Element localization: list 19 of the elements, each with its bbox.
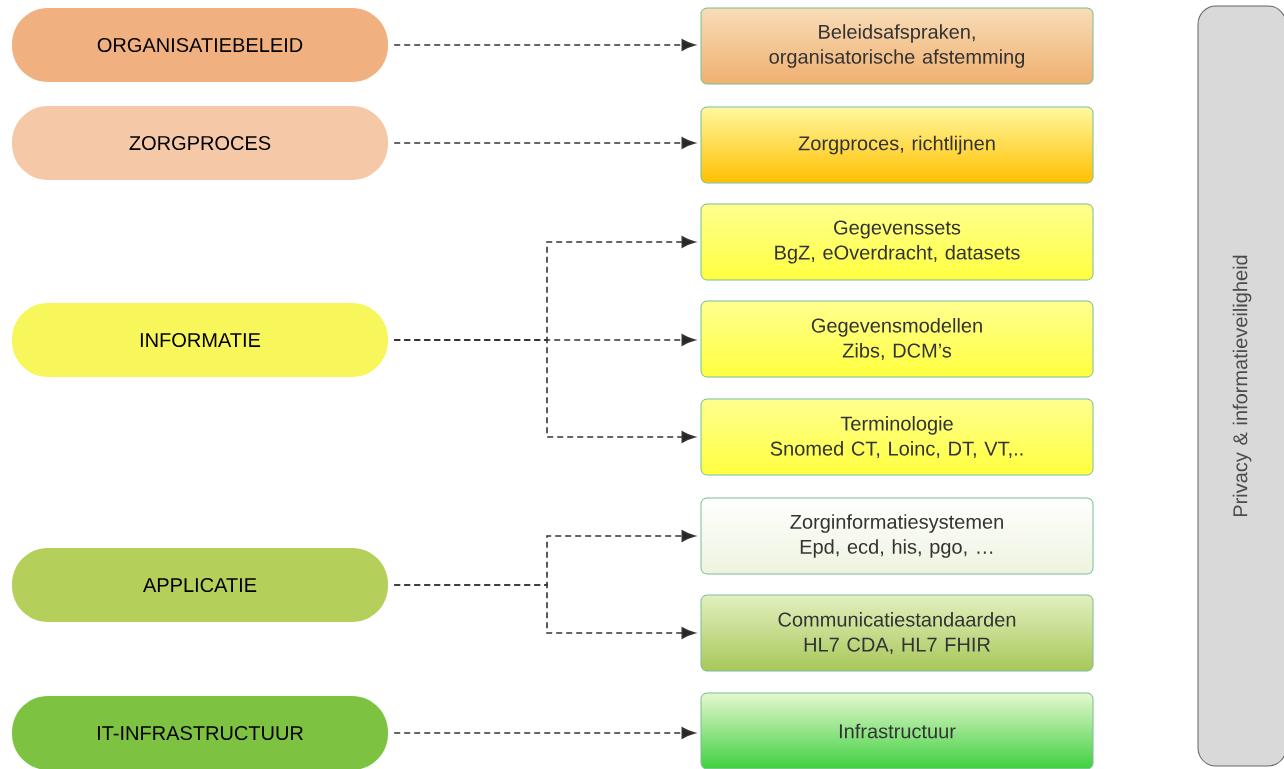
layer-pill: ZORGPROCES <box>12 106 388 180</box>
side-panel: Privacy & informatieveiligheid <box>1197 5 1284 767</box>
content-box: Zorgproces, richtlijnen <box>700 106 1094 184</box>
arrow <box>393 727 696 739</box>
content-box: Beleidsafspraken, organisatorische afstemming <box>700 7 1094 85</box>
content-box: Zorginformatiesystemen Epd, ecd, his, pgo, … <box>700 497 1094 575</box>
layer-pill: INFORMATIE <box>12 303 388 377</box>
layer-pill: ORGANISATIEBELEID <box>12 8 388 82</box>
arrow <box>393 39 696 51</box>
layer-pill: IT-INFRASTRUCTUUR <box>12 696 388 769</box>
arrow <box>393 584 696 639</box>
arrow <box>393 339 696 443</box>
layer-pill: APPLICATIE <box>12 548 388 622</box>
content-box: Communicatiestandaarden HL7 CDA, HL7 FHIR <box>700 594 1094 672</box>
content-box: Infrastructuur <box>700 692 1094 769</box>
content-box: Terminologie Snomed CT, Loinc, DT, VT,.. <box>700 398 1094 476</box>
content-box: Gegevensmodellen Zibs, DCM’s <box>700 300 1094 378</box>
arrow <box>393 137 696 149</box>
content-box: Gegevenssets BgZ, eOverdracht, datasets <box>700 203 1094 281</box>
